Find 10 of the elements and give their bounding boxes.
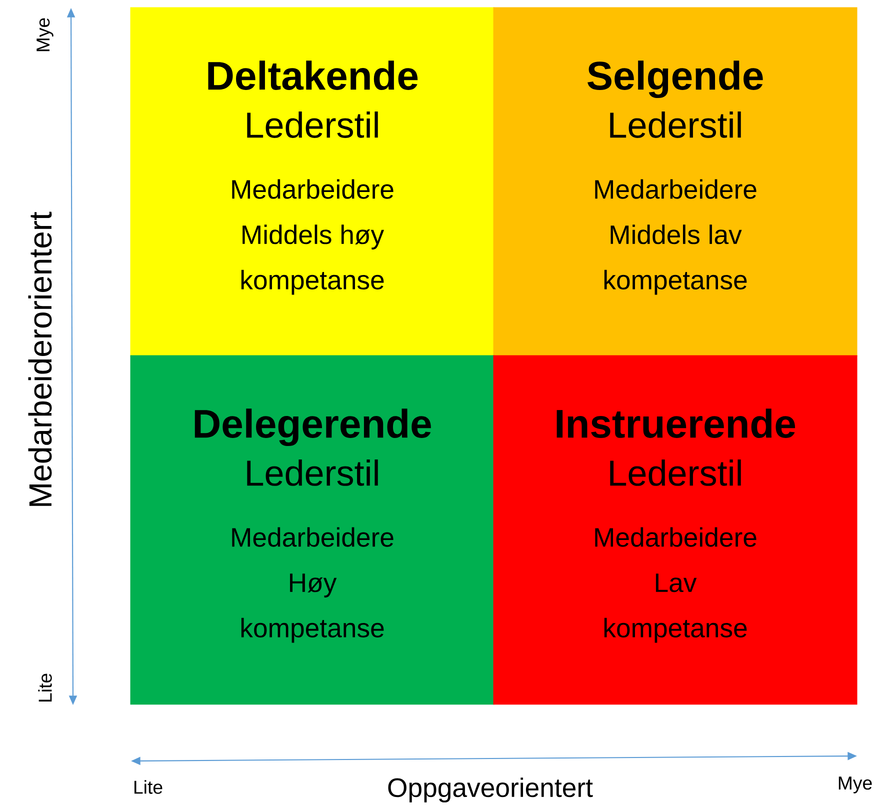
axis-label: Medarbeiderorientert xyxy=(28,212,52,506)
axis-label: Mye xyxy=(36,18,54,52)
quadrant-box: Instruerende Lederstil Medarbeidere Lav kompetanse xyxy=(493,355,858,705)
quadrant-box: Delegerende Lederstil Medarbeidere Høy kompetanse xyxy=(130,355,494,705)
axis-label: Mye xyxy=(838,776,872,794)
axis-label: Lite xyxy=(134,780,162,794)
axis-label: Oppgaveorientert xyxy=(388,778,593,802)
quadrant-box: Selgende Lederstil Medarbeidere Middels lav kompetanse xyxy=(493,7,858,357)
axis-label: Lite xyxy=(38,674,52,702)
quadrant-box: Deltakende Lederstil Medarbeidere Middels høy kompetanse xyxy=(130,7,494,357)
